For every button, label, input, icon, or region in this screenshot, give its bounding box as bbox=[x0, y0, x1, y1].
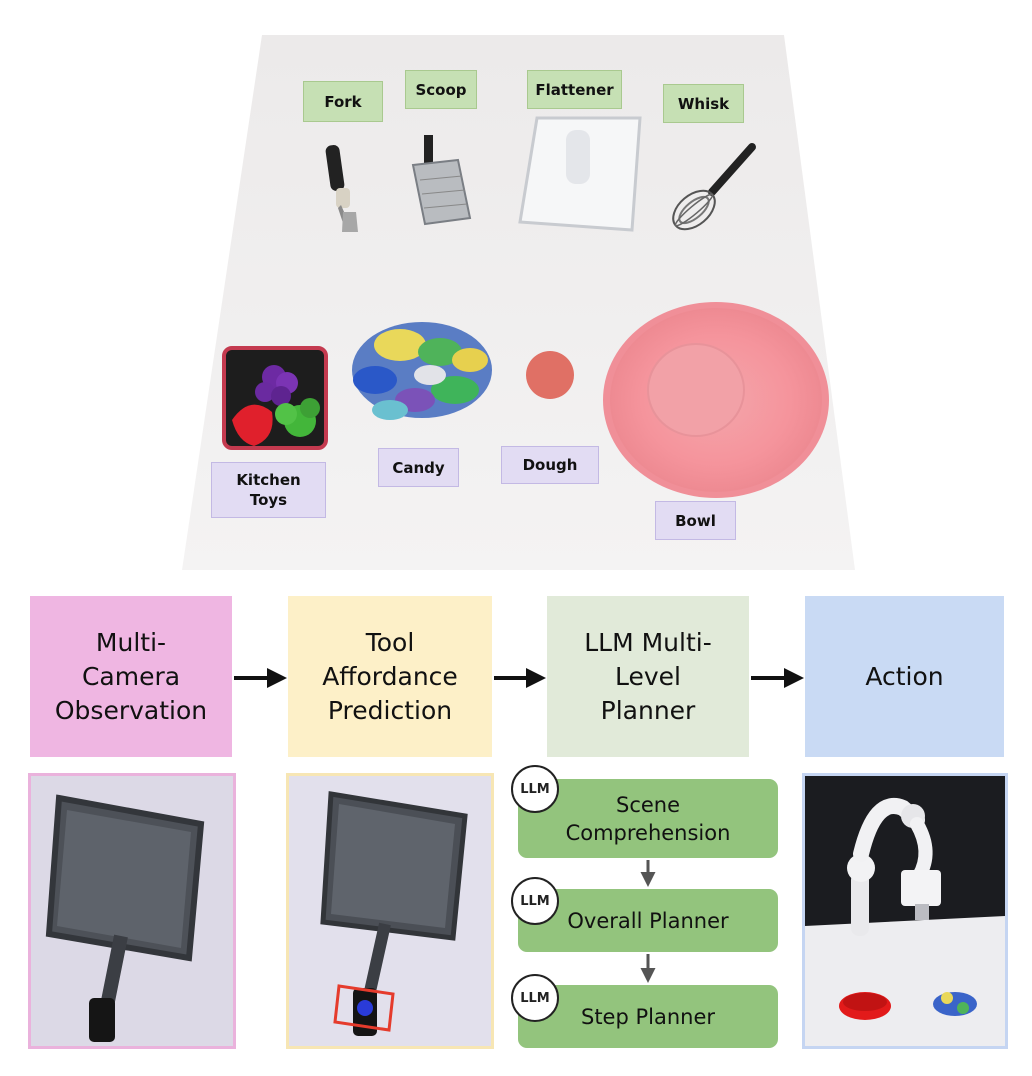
whisk-object bbox=[672, 143, 756, 231]
overall-planner-box: Overall Planner bbox=[518, 889, 778, 952]
table-scene-photo bbox=[182, 35, 855, 570]
grasp-bounding-box bbox=[333, 984, 395, 1032]
label-bowl: Bowl bbox=[655, 501, 736, 540]
label-kitchen-toys-text: Kitchen Toys bbox=[236, 471, 301, 509]
scoop-camera-image bbox=[31, 776, 233, 1046]
stage-tool-affordance-prediction: Tool Affordance Prediction bbox=[288, 596, 492, 757]
candy-object bbox=[352, 322, 492, 420]
label-dough: Dough bbox=[501, 446, 599, 484]
llm-badge-text: LLM bbox=[520, 893, 550, 909]
kitchen-toys-object bbox=[222, 346, 328, 450]
llm-brain-icon: LLM bbox=[511, 877, 559, 925]
fork-object bbox=[325, 145, 358, 232]
label-candy: Candy bbox=[378, 448, 459, 487]
label-candy-text: Candy bbox=[392, 458, 445, 477]
label-flattener-text: Flattener bbox=[535, 80, 614, 99]
llm-brain-icon: LLM bbox=[511, 765, 559, 813]
stage-tool-affordance-text: Tool Affordance Prediction bbox=[322, 627, 458, 725]
scoop-object bbox=[411, 135, 472, 226]
stage-llm-multi-level-planner: LLM Multi- Level Planner bbox=[547, 596, 749, 757]
label-whisk-text: Whisk bbox=[677, 94, 730, 113]
label-whisk: Whisk bbox=[663, 84, 744, 123]
overall-planner-text: Overall Planner bbox=[567, 908, 729, 933]
scene-comprehension-box: Scene Comprehension bbox=[518, 779, 778, 858]
label-scoop-text: Scoop bbox=[415, 80, 467, 99]
observation-photo bbox=[28, 773, 236, 1049]
stage-action: Action bbox=[805, 596, 1004, 757]
grasp-point bbox=[357, 1000, 373, 1016]
stage-multi-camera-observation: Multi- Camera Observation bbox=[30, 596, 232, 757]
llm-brain-icon: LLM bbox=[511, 974, 559, 1022]
scoop-affordance-image bbox=[289, 776, 491, 1046]
affordance-photo bbox=[286, 773, 494, 1049]
label-scoop: Scoop bbox=[405, 70, 477, 109]
step-planner-text: Step Planner bbox=[580, 1004, 716, 1029]
flattener-object bbox=[518, 116, 642, 232]
label-flattener: Flattener bbox=[527, 70, 622, 109]
label-dough-text: Dough bbox=[522, 456, 578, 474]
action-photo bbox=[802, 773, 1008, 1049]
stage-action-text: Action bbox=[865, 661, 944, 691]
step-planner-box: Step Planner bbox=[518, 985, 778, 1048]
label-fork: Fork bbox=[303, 81, 383, 122]
stage-llm-planner-text: LLM Multi- Level Planner bbox=[584, 627, 712, 725]
llm-badge-text: LLM bbox=[520, 781, 550, 797]
llm-badge-text: LLM bbox=[520, 990, 550, 1006]
stage-multi-camera-text: Multi- Camera Observation bbox=[54, 627, 208, 725]
label-fork-text: Fork bbox=[324, 92, 362, 111]
dough-object bbox=[526, 351, 574, 399]
bowl-object bbox=[603, 302, 829, 498]
label-bowl-text: Bowl bbox=[675, 511, 716, 530]
robot-arm-image bbox=[805, 776, 1005, 1046]
label-kitchen-toys: Kitchen Toys bbox=[211, 462, 326, 518]
scene-comprehension-text: Scene Comprehension bbox=[565, 792, 731, 845]
